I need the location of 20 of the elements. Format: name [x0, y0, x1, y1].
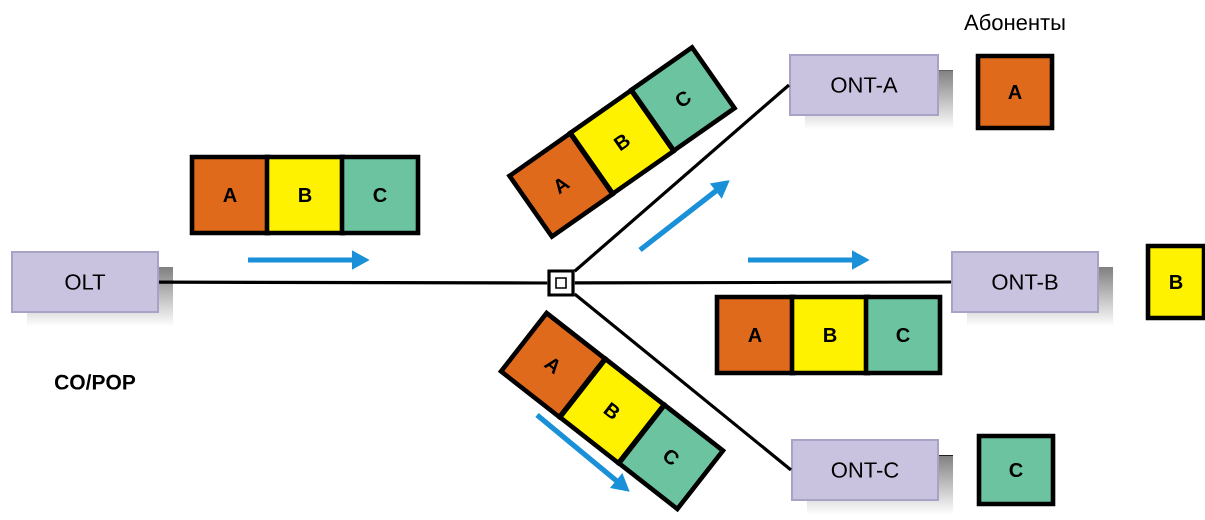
- subscriber-box: C: [976, 433, 1056, 507]
- site-label: CO/POP: [55, 374, 136, 390]
- device-box: ONT-A: [789, 54, 953, 130]
- group-label: Абоненты: [964, 13, 1065, 31]
- packet-cell: A: [714, 294, 796, 376]
- device-box: ONT-C: [791, 439, 953, 515]
- fiber-line: [159, 280, 548, 285]
- subscriber-box: B: [1145, 243, 1205, 321]
- packet-cell: A: [189, 154, 271, 236]
- packet-cell: C: [339, 154, 421, 236]
- fiber-line: [573, 292, 792, 472]
- fiber-line: [573, 83, 791, 273]
- device-box: OLT: [11, 251, 173, 327]
- fiber-line: [574, 280, 951, 285]
- packet-cell: C: [863, 294, 943, 376]
- splitter-box: [547, 269, 575, 297]
- device-box: ONT-B: [951, 251, 1113, 327]
- packet-cell: B: [264, 154, 346, 236]
- subscriber-box: A: [975, 53, 1055, 131]
- packet-cell: B: [789, 294, 871, 376]
